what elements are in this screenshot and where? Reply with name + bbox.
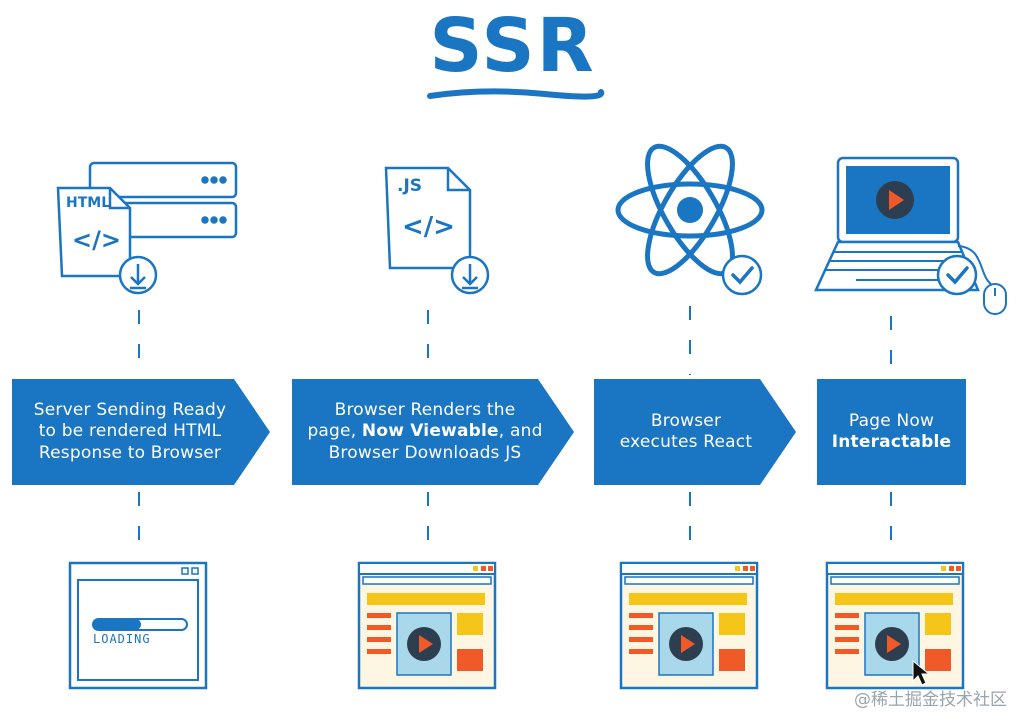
step-4-box: Page Now Interactable — [817, 379, 966, 485]
step-4-line-1: Page Now — [848, 410, 935, 431]
download-badge-icon — [118, 255, 158, 295]
step-1-line-3: Response to Browser — [38, 442, 222, 463]
step-1-arrow: Server Sending Ready to be rendered HTML… — [12, 379, 270, 485]
step-2-line-1: Browser Renders the — [334, 399, 516, 420]
watermark: @稀土掘金技术社区 — [854, 690, 1007, 710]
step-2-arrow: Browser Renders the page, Now Viewable, … — [292, 379, 574, 485]
mouse-cursor-icon — [912, 659, 931, 686]
check-badge-icon — [721, 254, 763, 296]
download-badge-icon — [450, 255, 490, 295]
html-code-glyph: </> — [72, 226, 121, 254]
rendered-browser-window — [619, 561, 759, 690]
title-underline — [427, 88, 605, 100]
step-1-line-1: Server Sending Ready — [33, 399, 227, 420]
mouse-icon — [957, 245, 1007, 315]
step-3-line-1: Browser — [650, 410, 722, 431]
page-title: SSR — [429, 3, 596, 89]
connector-lines — [138, 306, 892, 560]
step-2-line-2: page, Now Viewable, and — [307, 421, 543, 442]
step-3-line-2: executes React — [619, 432, 753, 452]
step-2-line-3: Browser Downloads JS — [328, 442, 522, 463]
check-badge-icon — [936, 254, 978, 296]
interactive-browser-window — [825, 561, 965, 690]
html-file-label: HTML — [66, 195, 111, 211]
loading-progress-fill — [93, 619, 141, 630]
loading-browser-window — [68, 561, 208, 690]
js-code-glyph: </> — [402, 212, 456, 242]
step-3-arrow: Browser executes React — [594, 379, 796, 485]
step-1-line-2: to be rendered HTML — [38, 421, 222, 442]
html-file-icon — [56, 186, 132, 278]
js-file-label: .JS — [397, 176, 423, 196]
now-viewable-emphasis: Now Viewable — [361, 421, 499, 442]
js-file-icon — [384, 166, 472, 270]
rendered-browser-window — [357, 561, 497, 690]
step-4-line-2: Interactable — [831, 432, 952, 452]
loading-label: LOADING — [93, 632, 151, 646]
